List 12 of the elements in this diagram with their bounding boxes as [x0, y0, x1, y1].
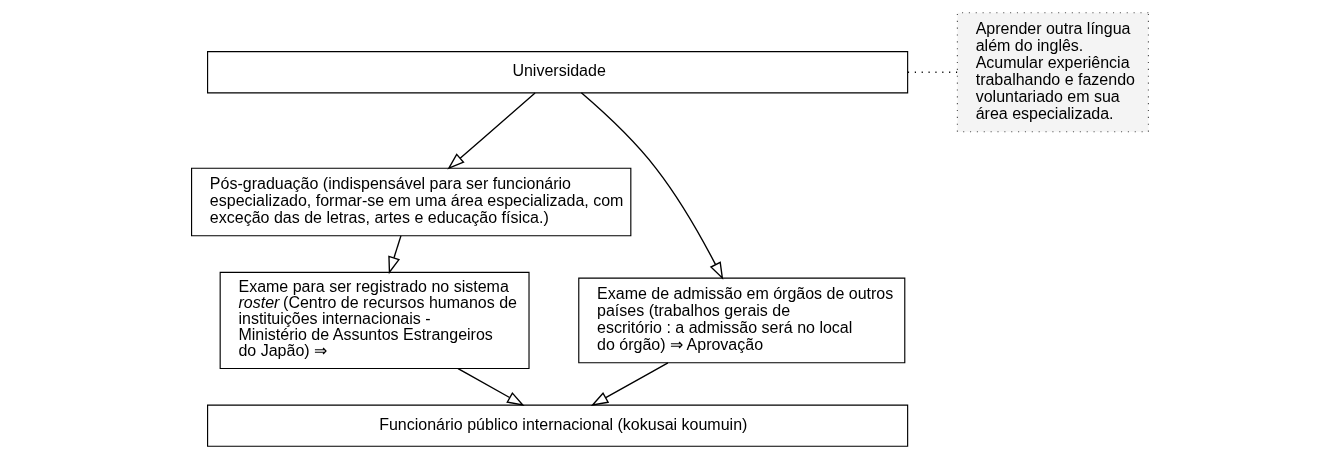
- arrow: [590, 362, 669, 406]
- node-box: Aprender outra língua além do inglês. Acumular experiência trabalhando e fazendo voluntariado em sua área especializada.: [956, 12, 1149, 133]
- node-box: Exame de admissão em órgãos de outros países (trabalhos gerais de escritório : a admissão será no local do órgão) ⇒ Aprovação: [577, 277, 905, 364]
- node-box: Universidade: [206, 51, 908, 94]
- node-box: Pós-graduação (indispensável para ser funcionário especializado, formar-se em uma área especializada, com exceção das de letras, artes e educação física.): [190, 167, 631, 237]
- node-box: Funcionário público internacional (kokusai koumuin): [206, 404, 908, 447]
- arrow: [580, 92, 723, 280]
- connector: [906, 71, 958, 73]
- node-box: Exame para ser registrado no sistema roster (Centro de recursos humanos de instituições internacionais - Ministério de Assuntos Estrangeiros do Japão) ⇒: [219, 271, 530, 370]
- arrow: [456, 367, 525, 406]
- arrow: [446, 92, 536, 170]
- arrow: [387, 235, 402, 275]
